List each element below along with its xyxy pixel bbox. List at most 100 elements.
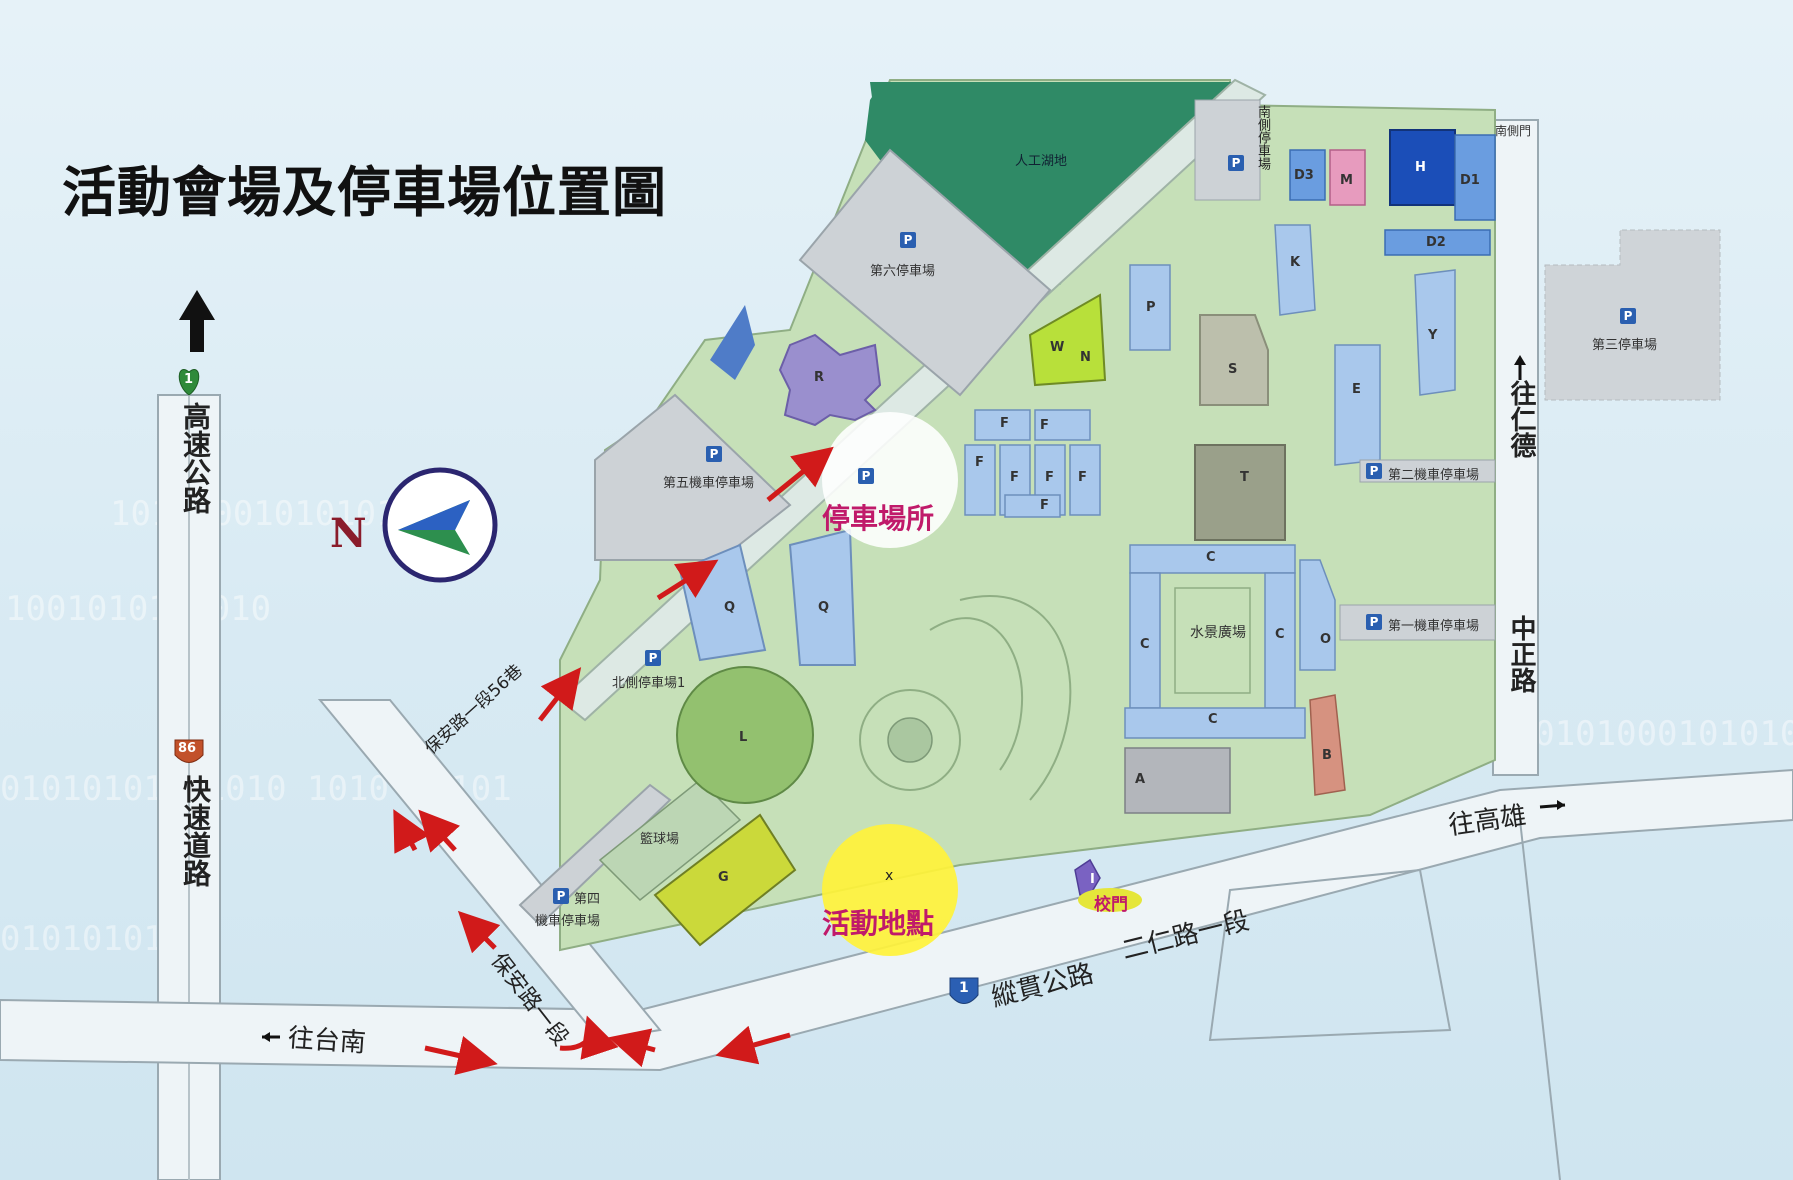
building-f1-label: F xyxy=(1040,418,1049,433)
building-k-label: K xyxy=(1290,255,1301,270)
building-t-shape xyxy=(1194,444,1286,541)
building-a-label: A xyxy=(1135,772,1146,787)
parking-5-label: 第五機車停車場 xyxy=(663,476,755,491)
building-a-shape xyxy=(1124,747,1231,814)
water-plaza-label: 水景廣場 xyxy=(1190,625,1246,641)
parking-lot-5-area xyxy=(594,393,792,561)
building-f7-label: F xyxy=(1040,498,1049,513)
parking-icon: P xyxy=(1366,614,1382,630)
highway-1-number: 1 xyxy=(184,372,194,387)
north-label: N xyxy=(330,510,367,557)
parking-icon: P xyxy=(900,232,916,248)
building-blue-small xyxy=(710,305,755,380)
building-c4-label: C xyxy=(1208,712,1218,727)
building-f4-label: F xyxy=(1010,470,1019,485)
venue-highlight-circle xyxy=(822,824,958,956)
building-d3-label: D3 xyxy=(1294,168,1314,183)
water-plaza-area xyxy=(1174,587,1251,694)
building-o-shape xyxy=(1299,559,1336,671)
building-y-shape xyxy=(1414,269,1456,396)
building-d1-label: D1 xyxy=(1460,173,1480,188)
highway-1-name: 高速公路 xyxy=(179,402,212,514)
building-d2-label: D2 xyxy=(1426,235,1446,250)
gate-highlight xyxy=(1078,888,1142,912)
basketball-court-label: 籃球場 xyxy=(640,832,680,847)
building-h-shape xyxy=(1389,129,1456,206)
building-d2-shape xyxy=(1384,229,1491,256)
building-t-label: T xyxy=(1240,470,1249,485)
parking-6-label: 第六停車場 xyxy=(870,264,936,279)
building-p-label: P xyxy=(1146,300,1156,315)
zhongzheng-road xyxy=(1492,119,1539,776)
south-parking-area xyxy=(1194,99,1261,201)
building-f3-label: F xyxy=(975,455,984,470)
venue-marker: x xyxy=(885,868,894,884)
building-d3-shape xyxy=(1289,149,1326,201)
lake-label: 人工湖地 xyxy=(1015,154,1068,169)
svg-text:1001010101010: 1001010101010 xyxy=(5,589,271,629)
venue-highlight-label: 活動地點 xyxy=(822,907,935,940)
building-s-label: S xyxy=(1228,362,1238,377)
building-r-shape xyxy=(778,333,882,427)
building-h-label: H xyxy=(1415,160,1426,175)
highway-1-shield xyxy=(178,369,200,396)
building-f6-label: F xyxy=(1078,470,1087,485)
route-arrows xyxy=(393,446,834,1076)
building-c2-label: C xyxy=(1140,637,1150,652)
parking-3-label: 第三停車場 xyxy=(1592,338,1658,353)
building-g-shape xyxy=(653,813,797,947)
building-q2-shape xyxy=(788,528,857,666)
building-o-label: O xyxy=(1320,632,1332,647)
building-k-shape xyxy=(1274,224,1316,316)
building-s-shape xyxy=(1199,314,1269,406)
building-e-label: E xyxy=(1352,382,1361,397)
south-gate-label: 南側門 xyxy=(1495,124,1532,138)
parking-icon: P xyxy=(706,446,722,462)
building-d1-shape xyxy=(1454,134,1496,221)
building-b-shape xyxy=(1309,694,1346,796)
building-f5-label: F xyxy=(1045,470,1054,485)
building-c3-label: C xyxy=(1275,627,1285,642)
building-e-shape xyxy=(1334,344,1381,466)
parking-4-line1: 第四 xyxy=(574,892,601,907)
parking-icon: P xyxy=(1366,463,1382,479)
building-f-group xyxy=(964,409,1101,518)
basketball-court-area xyxy=(598,778,742,902)
building-m-label: M xyxy=(1340,173,1353,188)
building-m-shape xyxy=(1329,149,1366,206)
building-n-shape xyxy=(1028,293,1107,387)
parking-4-line2: 機車停車場 xyxy=(535,914,601,929)
to-rende-label: 往仁德 xyxy=(1506,380,1536,458)
moto-parking-2-label: 第二機車停車場 xyxy=(1388,468,1480,483)
building-l-shape xyxy=(676,666,814,804)
to-tainan-label: 往台南 xyxy=(286,1023,367,1059)
building-l-label: L xyxy=(739,730,748,745)
moto-parking-2-area xyxy=(1359,459,1496,483)
north-arrow-icon xyxy=(179,290,215,352)
north-parking-label: 北側停車場1 xyxy=(612,676,686,691)
zhongzheng-road-label: 中正路 xyxy=(1506,615,1536,693)
parking-highlight-label: 停車場所 xyxy=(822,502,935,535)
building-q2-label: Q xyxy=(818,600,830,615)
parking-highlight-circle xyxy=(822,412,958,548)
parking-icon: P xyxy=(858,468,874,484)
expressway-name: 快速道路 xyxy=(179,775,212,887)
compass-icon xyxy=(382,467,498,583)
parking-icon: P xyxy=(645,650,661,666)
building-f2-label: F xyxy=(1000,416,1009,431)
building-i-label: I xyxy=(1090,872,1095,887)
moto-parking-1-label: 第一機車停車場 xyxy=(1388,619,1480,634)
moto-parking-1-area xyxy=(1339,604,1496,641)
south-parking-label: 南側停車場 xyxy=(1255,105,1270,170)
route-1-shield xyxy=(949,977,979,1004)
gate-label: 校門 xyxy=(1094,895,1128,915)
lake-area xyxy=(870,82,1232,285)
building-y-label: Y xyxy=(1428,328,1438,343)
page-title: 活動會場及停車場位置圖 xyxy=(62,161,667,224)
building-b-label: B xyxy=(1322,748,1332,763)
highway-86-number: 86 xyxy=(178,741,197,756)
route-1-number: 1 xyxy=(959,980,969,996)
highway-86-shield xyxy=(174,739,204,763)
building-c1-label: C xyxy=(1206,550,1216,565)
